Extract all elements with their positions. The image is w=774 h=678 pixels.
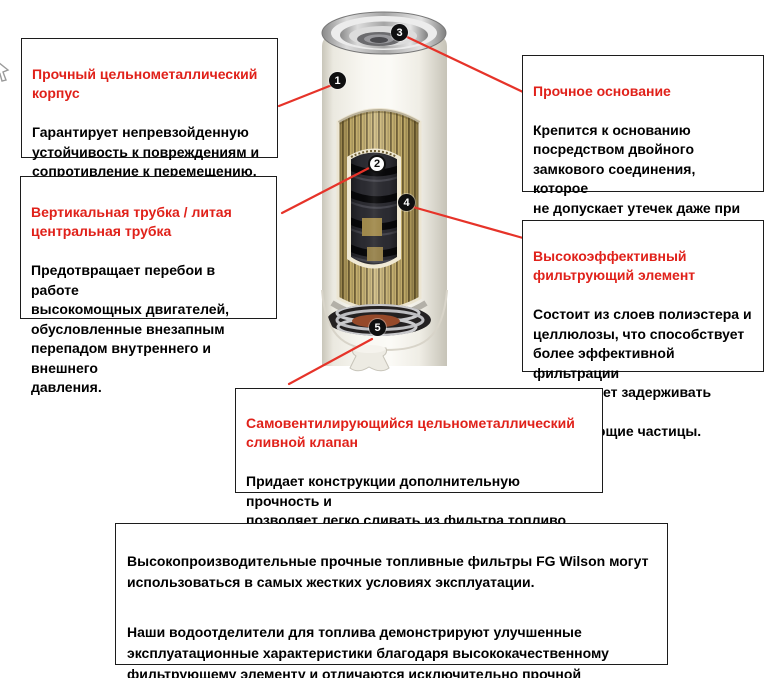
callout-center-tube-title: Вертикальная трубка / литая центральная …: [31, 203, 232, 240]
summary-paragraph-1: Высокопроизводительные прочные топливные…: [127, 553, 649, 590]
marker-4-badge: 4: [398, 194, 415, 211]
drain-valve: [349, 345, 390, 372]
callout-center-tube-body: Предотвращает перебои в работе высокомощ…: [31, 262, 230, 395]
marker-3-badge: 3: [391, 24, 408, 41]
callout-center-tube: Вертикальная трубка / литая центральная …: [20, 176, 277, 395]
callout-filter-element-title: Высокоэффективный фильтрующий элемент: [533, 247, 696, 284]
summary-paragraph-2: Наши водоотделители для топлива демонстр…: [127, 624, 609, 678]
callout-drain-valve-title: Самовентилирующийся цельнометаллический …: [246, 414, 575, 451]
callout-filter-element: Высокоэффективный фильтрующий элемент Со…: [522, 220, 764, 439]
marker-2-badge: 2: [368, 155, 386, 173]
callout-housing-title: Прочный цельнометаллический корпус: [32, 65, 258, 102]
connector-line-2: [280, 166, 371, 215]
edge-artifact-glyph: [0, 62, 10, 82]
callout-housing: Прочный цельнометаллический корпус Гаран…: [21, 38, 278, 179]
callout-base: Прочное основание Крепится к основанию п…: [522, 55, 764, 255]
callout-drain-valve: Самовентилирующийся цельнометаллический …: [235, 388, 603, 567]
callout-housing-body: Гарантирует непревзойденную устойчивость…: [32, 124, 260, 179]
connector-line-5: [287, 337, 374, 386]
callout-base-title: Прочное основание: [533, 82, 671, 99]
marker-5-badge: 5: [369, 319, 386, 336]
connector-line-4: [411, 205, 525, 240]
connector-lines: [277, 34, 525, 386]
marker-1-badge: 1: [329, 72, 346, 89]
connector-line-3: [403, 34, 525, 94]
connector-line-1: [277, 83, 334, 108]
summary-box: Высокопроизводительные прочные топливные…: [115, 523, 668, 678]
